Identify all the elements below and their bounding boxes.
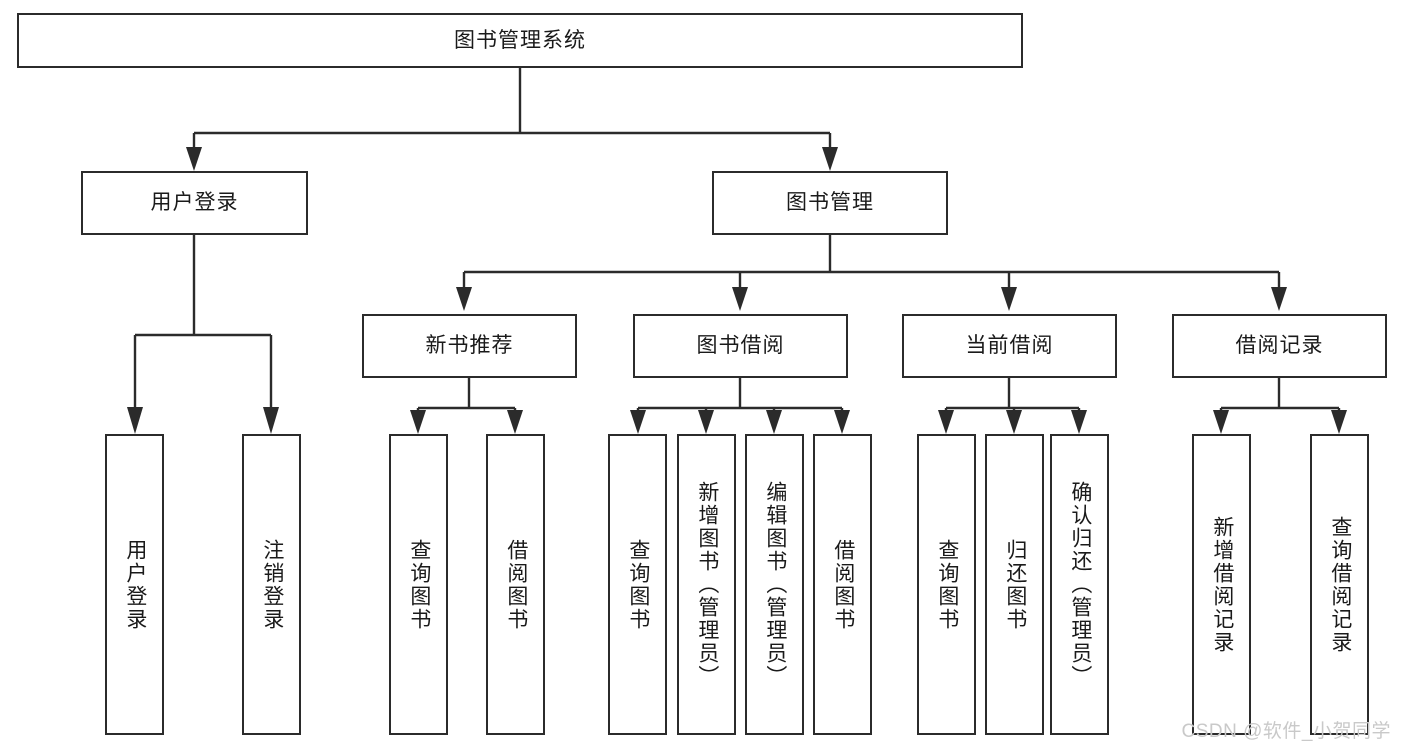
arrow-userlogin — [186, 147, 202, 171]
arrow-leaf-10 — [1006, 410, 1022, 434]
node-leaf-edit-book-admin[interactable]: 编辑图书（管理员） — [745, 434, 804, 735]
node-leaf-add-book-admin-label: 新增图书（管理员） — [695, 481, 719, 688]
arrow-leaf-4 — [507, 410, 523, 434]
arrow-leaf-2 — [263, 407, 279, 434]
node-leaf-query-book-1-label: 查询图书 — [407, 538, 431, 631]
node-leaf-query-book-2[interactable]: 查询图书 — [608, 434, 667, 735]
node-root[interactable]: 图书管理系统 — [17, 13, 1023, 68]
arrow-leaf-8 — [834, 410, 850, 434]
node-leaf-borrow-book-1-label: 借阅图书 — [504, 538, 528, 631]
node-leaf-query-borrow-record-label: 查询借阅记录 — [1328, 515, 1352, 654]
arrow-leaf-5 — [630, 410, 646, 434]
node-leaf-query-book-2-label: 查询图书 — [626, 538, 650, 631]
node-leaf-return-book-label: 归还图书 — [1003, 538, 1027, 631]
arrow-newbookrec — [456, 287, 472, 311]
node-leaf-borrow-book-1[interactable]: 借阅图书 — [486, 434, 545, 735]
node-leaf-user-login[interactable]: 用户登录 — [105, 434, 164, 735]
arrow-leaf-12 — [1213, 410, 1229, 434]
node-leaf-add-book-admin[interactable]: 新增图书（管理员） — [677, 434, 736, 735]
node-new-book-rec-label: 新书推荐 — [425, 334, 514, 358]
node-leaf-borrow-book-2-label: 借阅图书 — [831, 538, 855, 631]
node-book-borrow-label: 图书借阅 — [696, 334, 785, 358]
node-leaf-confirm-return-admin-label: 确认归还（管理员） — [1068, 481, 1092, 688]
node-leaf-return-book[interactable]: 归还图书 — [985, 434, 1044, 735]
node-root-label: 图书管理系统 — [454, 28, 586, 52]
node-borrow-record[interactable]: 借阅记录 — [1172, 314, 1387, 378]
arrow-currentborrow — [1001, 287, 1017, 311]
arrow-leaf-13 — [1331, 410, 1347, 434]
node-leaf-user-login-label: 用户登录 — [123, 538, 147, 631]
node-book-manage-label: 图书管理 — [786, 191, 874, 215]
node-book-manage[interactable]: 图书管理 — [712, 171, 948, 235]
node-leaf-query-borrow-record[interactable]: 查询借阅记录 — [1310, 434, 1369, 735]
node-current-borrow[interactable]: 当前借阅 — [902, 314, 1117, 378]
node-book-borrow[interactable]: 图书借阅 — [633, 314, 848, 378]
node-leaf-borrow-book-2[interactable]: 借阅图书 — [813, 434, 872, 735]
node-current-borrow-label: 当前借阅 — [965, 334, 1054, 358]
arrow-bookborrow — [732, 287, 748, 311]
node-leaf-confirm-return-admin[interactable]: 确认归还（管理员） — [1050, 434, 1109, 735]
node-leaf-query-book-3-label: 查询图书 — [935, 538, 959, 631]
node-leaf-query-book-3[interactable]: 查询图书 — [917, 434, 976, 735]
node-user-login-label: 用户登录 — [150, 191, 239, 215]
node-leaf-add-borrow-record-label: 新增借阅记录 — [1210, 515, 1234, 654]
arrow-leaf-11 — [1071, 410, 1087, 434]
node-user-login[interactable]: 用户登录 — [81, 171, 308, 235]
node-leaf-add-borrow-record[interactable]: 新增借阅记录 — [1192, 434, 1251, 735]
arrow-leaf-6 — [698, 410, 714, 434]
watermark: CSDN @软件_小贺同学 — [1181, 721, 1391, 742]
node-leaf-logout[interactable]: 注销登录 — [242, 434, 301, 735]
node-leaf-query-book-1[interactable]: 查询图书 — [389, 434, 448, 735]
node-borrow-record-label: 借阅记录 — [1235, 334, 1324, 358]
arrow-leaf-7 — [766, 410, 782, 434]
node-leaf-edit-book-admin-label: 编辑图书（管理员） — [763, 481, 787, 688]
arrow-bookmanage — [822, 147, 838, 171]
arrow-borrowrecord — [1271, 287, 1287, 311]
arrow-leaf-1 — [127, 407, 143, 434]
node-leaf-logout-label: 注销登录 — [260, 538, 284, 631]
arrow-leaf-3 — [410, 410, 426, 434]
arrow-leaf-9 — [938, 410, 954, 434]
node-new-book-rec[interactable]: 新书推荐 — [362, 314, 577, 378]
